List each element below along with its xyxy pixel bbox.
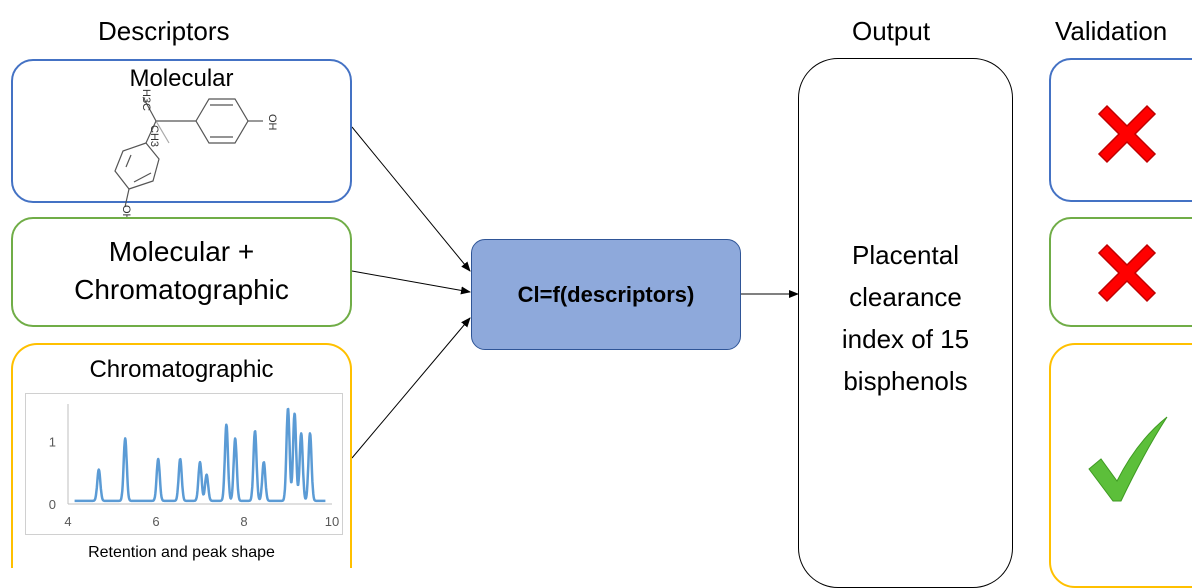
descriptors-header: Descriptors — [98, 16, 230, 46]
check-icon — [1088, 416, 1168, 502]
x-tick-label: 6 — [152, 514, 159, 529]
combined-label-line1: Molecular + — [108, 236, 255, 267]
x-tick-label: 10 — [325, 514, 339, 529]
oh-right-label: OH — [266, 114, 278, 131]
validation-box-combined — [1049, 217, 1192, 327]
combined-label-line2: Chromatographic — [74, 274, 289, 305]
chromatogram-trace — [73, 407, 327, 503]
arrow-molecular-to-model — [351, 126, 471, 272]
y-tick-label: 1 — [49, 435, 56, 450]
output-line-3: index of 15 — [841, 324, 970, 354]
chromatogram-chart: 4 6 8 10 0 1 — [25, 393, 343, 535]
output-header: Output — [852, 16, 931, 46]
x-tick-label: 8 — [240, 514, 247, 529]
validation-box-molecular — [1049, 58, 1192, 202]
molecular-descriptor-box: Molecular H3C CH3 OH OH — [11, 59, 352, 222]
validation-header: Validation — [1055, 16, 1168, 46]
model-box: Cl=f(descriptors) — [471, 239, 741, 350]
chromatographic-descriptor-box: Chromatographic 4 6 8 10 0 1 Retention and pe… — [11, 343, 352, 568]
model-label: Cl=f(descriptors) — [517, 282, 695, 307]
cross-icon — [1097, 104, 1157, 164]
chromatogram-caption: Retention and peak shape — [88, 544, 275, 561]
ch3-label: CH3 — [148, 125, 160, 147]
validation-box-chromatographic — [1049, 343, 1192, 588]
output-line-1: Placental — [852, 240, 959, 270]
h3c-label: H3C — [140, 89, 152, 111]
combined-descriptor-box: Molecular + Chromatographic — [11, 217, 352, 327]
arrow-combined-to-model — [351, 270, 471, 295]
connector-layer — [351, 126, 799, 459]
chromatogram-axes — [67, 404, 332, 505]
bisphenol-structure: H3C CH3 OH OH — [114, 89, 278, 222]
cross-icon — [1097, 243, 1157, 303]
output-line-4: bisphenols — [843, 366, 968, 396]
molecular-label: Molecular — [129, 65, 234, 92]
output-box: Placental clearance index of 15 bispheno… — [798, 58, 1013, 588]
arrow-chromatographic-to-model — [351, 317, 471, 459]
x-tick-label: 4 — [64, 514, 71, 529]
y-tick-label: 0 — [49, 497, 56, 512]
output-line-2: clearance — [849, 282, 962, 312]
chromatographic-label: Chromatographic — [89, 356, 274, 383]
